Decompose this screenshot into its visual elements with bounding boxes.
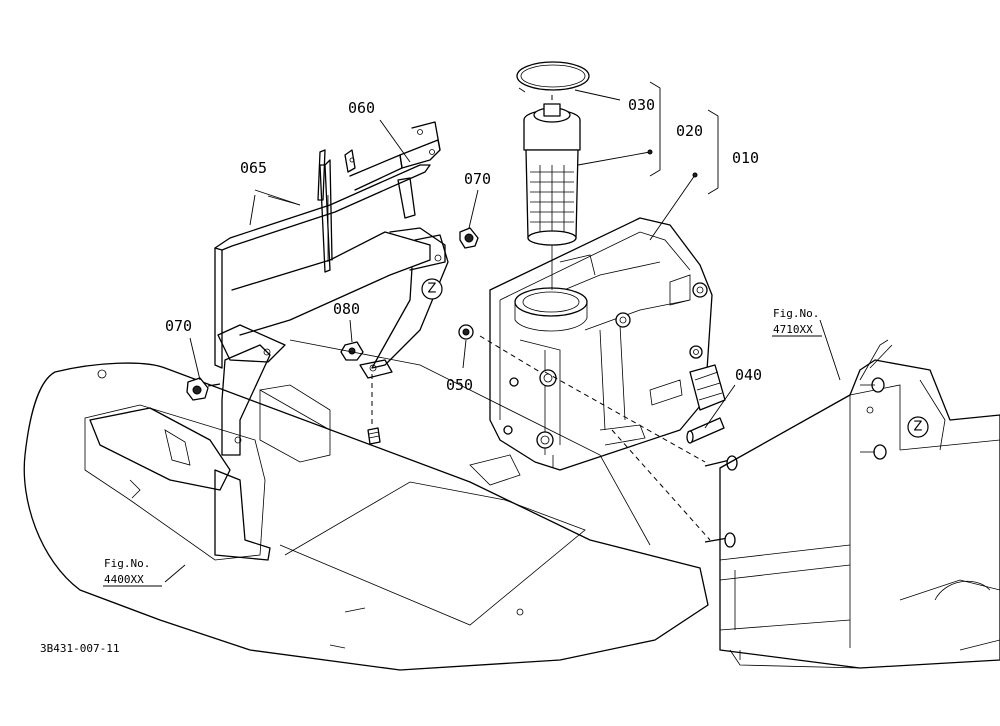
label-070-left: 070 bbox=[165, 317, 192, 335]
z-marker-right: Z bbox=[907, 416, 929, 438]
z-marker-left-text: Z bbox=[428, 282, 437, 297]
fig-ref-4710-title: Fig.No. bbox=[773, 307, 819, 320]
fig-ref-4710-number: 4710XX bbox=[773, 323, 813, 336]
filter-housing bbox=[489, 217, 726, 471]
label-070-right: 070 bbox=[464, 170, 491, 188]
right-chassis bbox=[719, 339, 1000, 669]
label-030: 030 bbox=[628, 96, 655, 114]
small-parts bbox=[186, 227, 738, 548]
z-marker-left: Z bbox=[421, 278, 443, 300]
label-020: 020 bbox=[676, 122, 703, 140]
label-065: 065 bbox=[240, 159, 267, 177]
label-060: 060 bbox=[348, 99, 375, 117]
filter-element bbox=[523, 103, 581, 290]
label-080: 080 bbox=[333, 300, 360, 318]
fig-ref-4400-title: Fig.No. bbox=[104, 557, 150, 570]
label-040: 040 bbox=[735, 366, 762, 384]
drawing-number: 3B431-007-11 bbox=[40, 642, 119, 655]
fig-ref-4400-number: 4400XX bbox=[104, 573, 144, 586]
label-010: 010 bbox=[732, 149, 759, 167]
z-marker-right-text: Z bbox=[914, 420, 923, 435]
floor-plate bbox=[23, 362, 709, 671]
label-050: 050 bbox=[446, 376, 473, 394]
o-ring bbox=[516, 61, 590, 93]
bracket-frame bbox=[214, 121, 449, 463]
leader-lines bbox=[164, 81, 841, 583]
